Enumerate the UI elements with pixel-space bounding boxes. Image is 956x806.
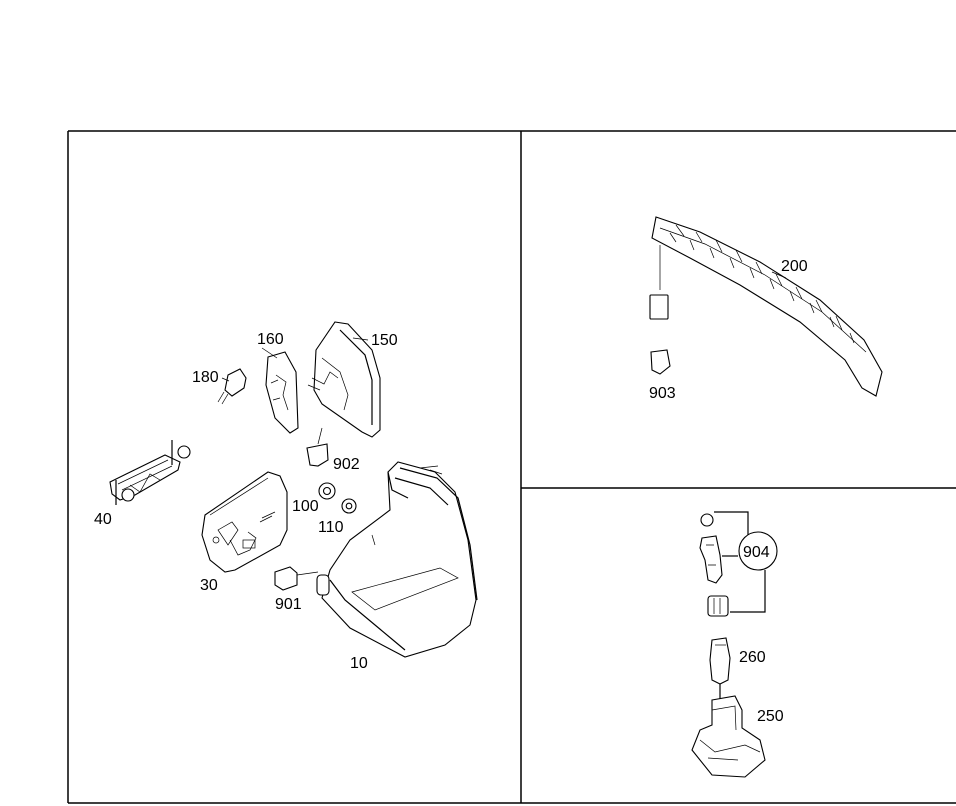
bulb[interactable] <box>217 368 247 405</box>
third-brake-light[interactable] <box>651 216 883 397</box>
nut[interactable] <box>341 498 357 514</box>
callout-904: 904 <box>743 544 770 561</box>
bulb-260[interactable] <box>709 637 731 705</box>
callout-260: 260 <box>739 649 766 666</box>
reflector-housing[interactable] <box>307 321 381 438</box>
callout-250: 250 <box>757 708 784 725</box>
lamp-lens[interactable] <box>265 351 299 434</box>
callout-30: 30 <box>200 577 218 594</box>
callout-200: 200 <box>781 258 808 275</box>
bulb-socket-250[interactable] <box>691 695 766 778</box>
callout-100: 100 <box>292 498 319 515</box>
callout-901: 901 <box>275 596 302 613</box>
tail-lamp-housing[interactable] <box>316 461 478 658</box>
callout-902: 902 <box>333 456 360 473</box>
callout-10: 10 <box>350 655 368 672</box>
bulb-holder[interactable] <box>109 440 191 505</box>
connector-903[interactable] <box>649 294 671 375</box>
connector-901[interactable] <box>274 566 319 591</box>
fixing-parts-904[interactable] <box>699 511 778 617</box>
lamp-carrier-plate[interactable] <box>201 471 288 573</box>
callout-180: 180 <box>192 369 219 386</box>
diagram-frame <box>67 130 956 804</box>
callout-903: 903 <box>649 385 676 402</box>
callout-40: 40 <box>94 511 112 528</box>
grommet[interactable] <box>318 482 336 500</box>
leader-lines <box>221 271 787 382</box>
callout-160: 160 <box>257 331 284 348</box>
callout-150: 150 <box>371 332 398 349</box>
callout-110: 110 <box>318 519 344 536</box>
connector-902[interactable] <box>306 427 329 467</box>
